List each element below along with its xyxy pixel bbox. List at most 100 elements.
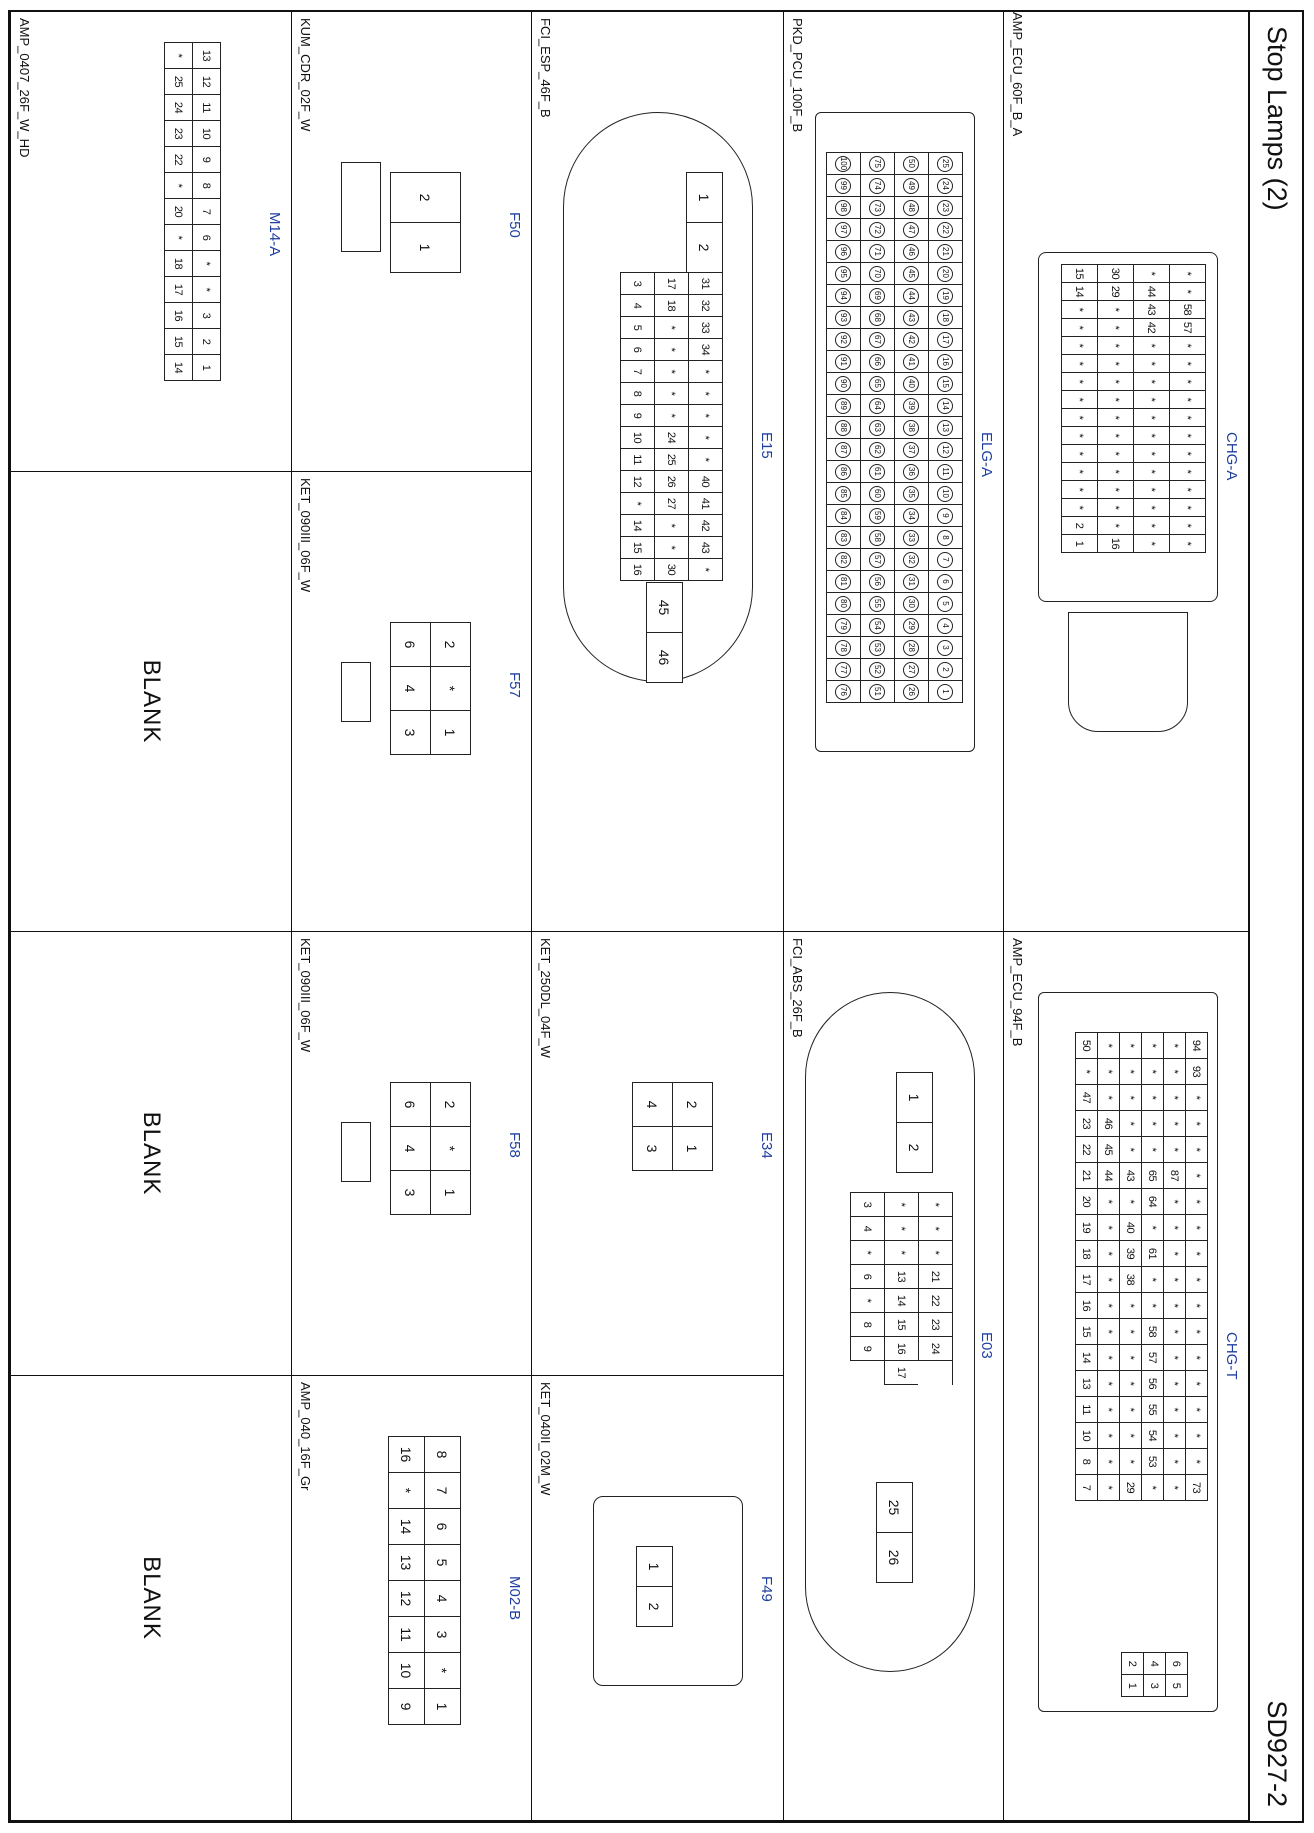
- pin: 10: [620, 427, 654, 449]
- pin: *: [884, 1241, 918, 1265]
- page-title: Stop Lamps (2): [1262, 26, 1292, 211]
- pin: 97: [826, 219, 860, 241]
- pin: 15: [164, 329, 192, 355]
- pin: 55: [1141, 1397, 1163, 1423]
- pin: 16: [884, 1337, 918, 1361]
- cell-blank-1: BLANK: [10, 472, 291, 932]
- connector-type: AMP_ECU_60F_B_A: [1010, 12, 1025, 137]
- pin-number: 40: [903, 375, 920, 392]
- pin: 8: [928, 527, 962, 549]
- pin: 13: [192, 43, 220, 69]
- pin: *: [1185, 1371, 1207, 1397]
- pin: 73: [860, 197, 894, 219]
- pin-number: 4: [937, 617, 954, 634]
- pin: *: [1185, 1163, 1207, 1189]
- pin: *: [430, 667, 470, 711]
- pin: *: [1133, 427, 1169, 445]
- pin: *: [1163, 1189, 1185, 1215]
- pin: 27: [654, 493, 688, 515]
- pin: *: [1119, 1111, 1141, 1137]
- pin-number: 97: [835, 221, 852, 238]
- pin: 60: [860, 483, 894, 505]
- pin: *: [1163, 1293, 1185, 1319]
- pin-number: 50: [903, 155, 920, 172]
- pin: *: [1163, 1319, 1185, 1345]
- connector-type: KET_090III_06F_W: [298, 938, 313, 1053]
- pin-number: 45: [903, 265, 920, 282]
- pin: 2: [928, 659, 962, 681]
- pin: 56: [860, 571, 894, 593]
- pin-number: 98: [835, 199, 852, 216]
- pin: *: [1185, 1215, 1207, 1241]
- pin: 63: [860, 417, 894, 439]
- pin: *: [164, 43, 192, 69]
- pin: 72: [860, 219, 894, 241]
- pin: 75: [860, 153, 894, 175]
- pin: 96: [826, 241, 860, 263]
- blank-label: BLANK: [138, 1556, 165, 1640]
- pin: 71: [860, 241, 894, 263]
- pin-number: 71: [869, 243, 886, 260]
- pin: 1: [430, 1171, 470, 1215]
- pin: 14: [884, 1289, 918, 1313]
- pin: 73: [1185, 1475, 1207, 1501]
- pin: *: [1163, 1267, 1185, 1293]
- pin-number: 61: [869, 463, 886, 480]
- pin: 11: [620, 449, 654, 471]
- pin: *: [1119, 1033, 1141, 1059]
- pin: *: [620, 493, 654, 515]
- pin: *: [1097, 1371, 1119, 1397]
- pin: 79: [826, 615, 860, 637]
- connector-type: KET_090III_06F_W: [298, 478, 313, 593]
- pin: *: [1097, 391, 1133, 409]
- pin: 31: [894, 571, 928, 593]
- pin: 84: [826, 505, 860, 527]
- pin: 23: [918, 1313, 952, 1337]
- pin-number: 41: [903, 353, 920, 370]
- pin: 17: [928, 329, 962, 351]
- pin: *: [1169, 409, 1205, 427]
- pin: 5: [1165, 1675, 1187, 1697]
- connector-name: ELG-A: [978, 432, 995, 478]
- pin: *: [1163, 1397, 1185, 1423]
- pin: 42: [688, 515, 722, 537]
- pin: 85: [826, 483, 860, 505]
- pin: 10: [928, 483, 962, 505]
- pin: 22: [918, 1289, 952, 1313]
- pin-number: 76: [835, 683, 852, 700]
- pin-number: 94: [835, 287, 852, 304]
- pin: 6: [850, 1265, 884, 1289]
- pin-number: 13: [937, 419, 954, 436]
- pin: *: [1141, 1475, 1163, 1501]
- pin: 34: [688, 339, 722, 361]
- pin-number: 52: [869, 661, 886, 678]
- pin: 74: [860, 175, 894, 197]
- pin: *: [1097, 1449, 1119, 1475]
- pin: 10: [1075, 1423, 1097, 1449]
- pin: 54: [860, 615, 894, 637]
- pin: 16: [388, 1437, 424, 1473]
- pin: *: [1119, 1319, 1141, 1345]
- pin: 15: [620, 537, 654, 559]
- pin: *: [1163, 1059, 1185, 1085]
- pin-number: 82: [835, 551, 852, 568]
- pin: *: [1097, 1033, 1119, 1059]
- pin-number: 1: [937, 683, 954, 700]
- pin: 8: [1075, 1449, 1097, 1475]
- pin-number: 17: [937, 331, 954, 348]
- pin: *: [1061, 391, 1097, 409]
- pin: *: [1169, 265, 1205, 283]
- pin: 17: [654, 273, 688, 295]
- pin-number: 63: [869, 419, 886, 436]
- pin-number: 72: [869, 221, 886, 238]
- pin: 7: [928, 549, 962, 571]
